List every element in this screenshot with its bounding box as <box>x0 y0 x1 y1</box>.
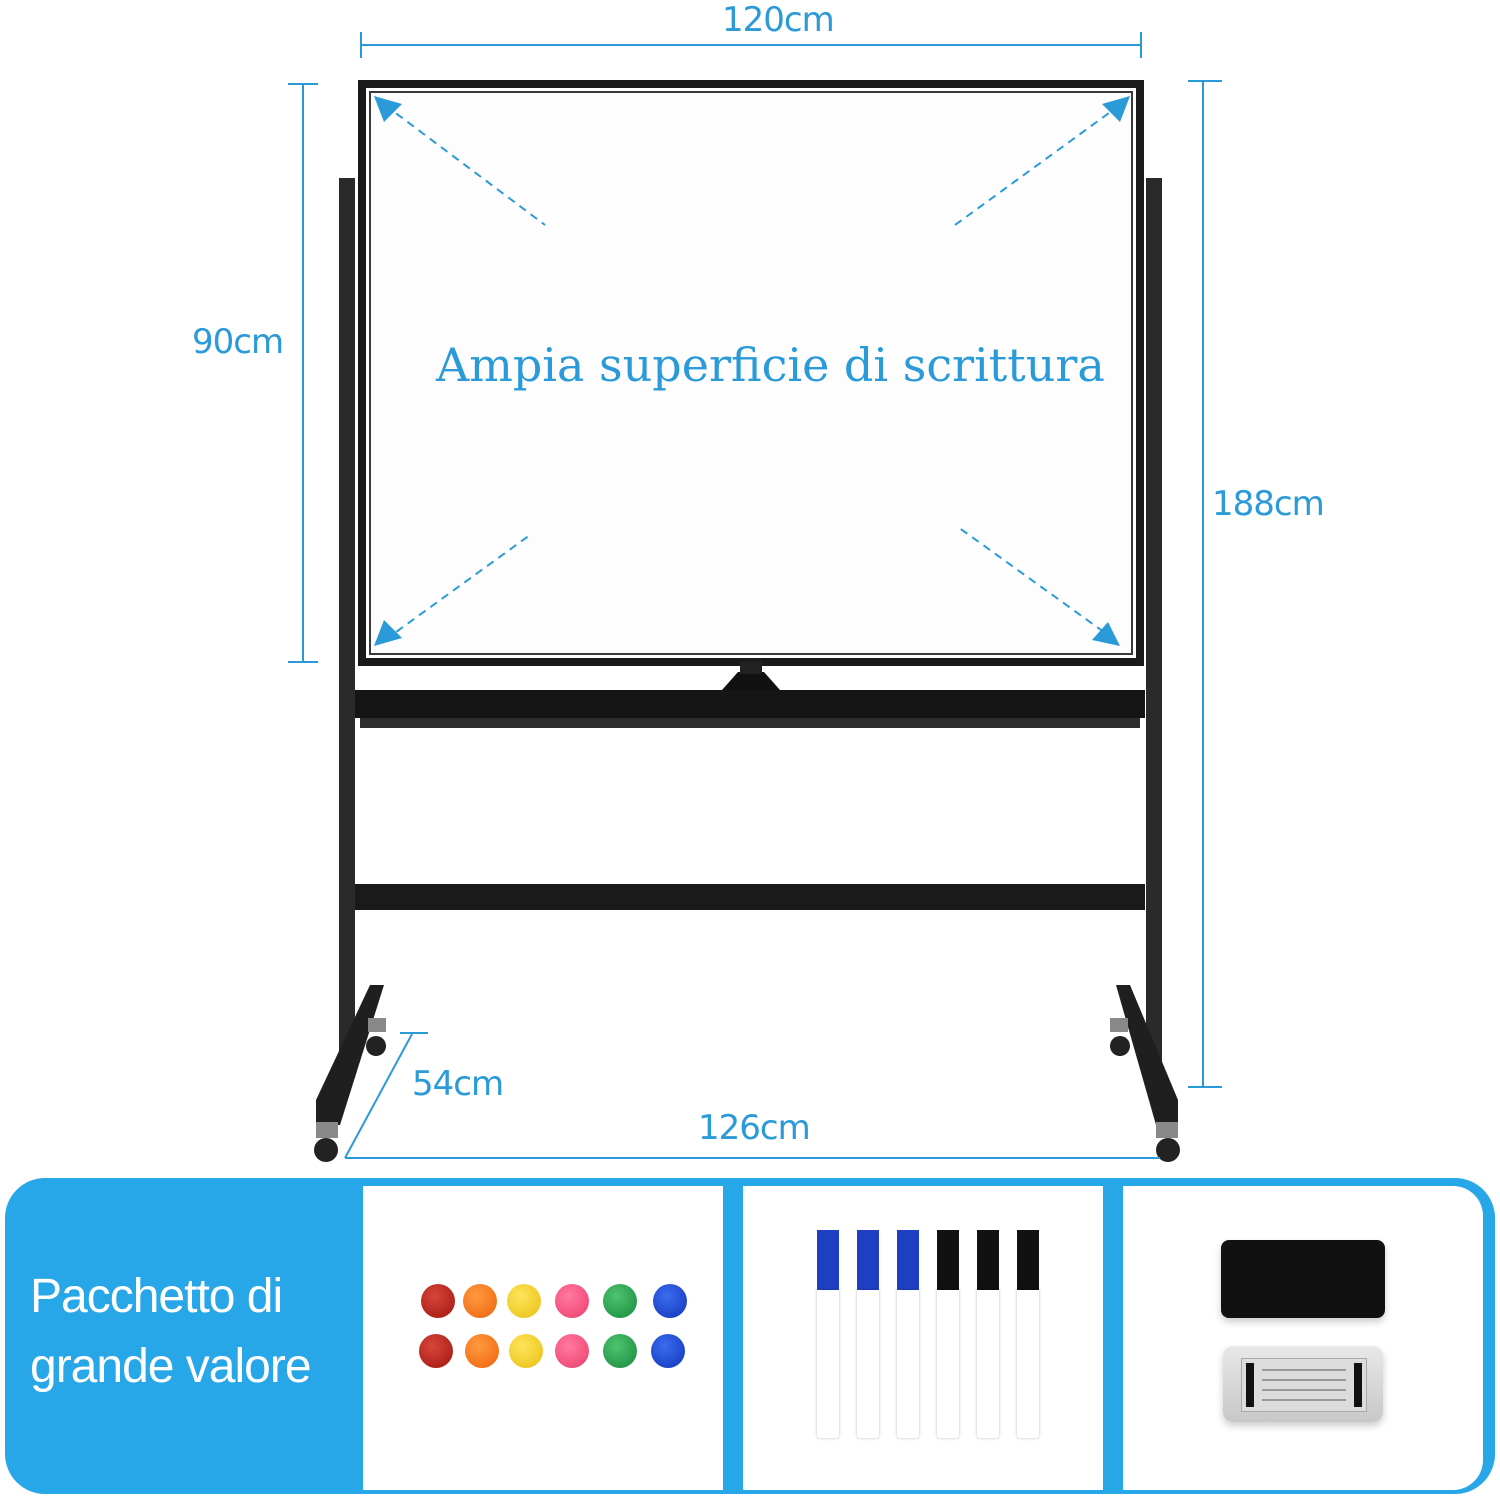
magnet-icon <box>555 1334 589 1368</box>
magnet-icon <box>421 1284 455 1318</box>
total-height-tick-bottom <box>1188 1086 1222 1088</box>
total-height-label: 188cm <box>1212 484 1325 524</box>
magnet-icon <box>653 1284 687 1318</box>
blue-marker-icon <box>857 1230 879 1440</box>
height-tick-bottom <box>288 661 318 663</box>
magnet-icon <box>509 1334 543 1368</box>
markers-card <box>743 1186 1103 1490</box>
magnet-icon <box>463 1284 497 1318</box>
black-marker-icon <box>977 1230 999 1440</box>
height-tick-top <box>288 83 318 85</box>
blue-marker-icon <box>897 1230 919 1440</box>
magnet-icon <box>603 1284 637 1318</box>
magnet-icon <box>603 1334 637 1368</box>
base-depth-label: 54cm <box>412 1064 504 1104</box>
width-tick-left <box>360 32 362 58</box>
base-width-label: 126cm <box>698 1108 811 1148</box>
magnet-icon <box>651 1334 685 1368</box>
total-height-line <box>1202 80 1204 1088</box>
magnet-icon <box>419 1334 453 1368</box>
erasers-card <box>1123 1186 1483 1490</box>
black-eraser-icon <box>1221 1240 1385 1318</box>
headline-text: Ampia superficie di scrittura <box>436 338 1105 392</box>
blue-marker-icon <box>817 1230 839 1440</box>
total-height-tick-top <box>1188 80 1222 82</box>
board-width-label: 120cm <box>722 0 835 40</box>
width-dimension-line <box>360 44 1142 46</box>
black-marker-icon <box>937 1230 959 1440</box>
magnet-icon <box>507 1284 541 1318</box>
package-title-line2: grande valore <box>30 1340 312 1393</box>
package-title-line1: Pacchetto di <box>30 1270 283 1323</box>
package-title: Pacchetto di grande valore <box>30 1262 312 1402</box>
whiteboard-illustration <box>314 80 1180 1162</box>
height-dimension-line <box>302 84 304 662</box>
black-marker-icon <box>1017 1230 1039 1440</box>
magnet-icon <box>555 1284 589 1318</box>
width-tick-right <box>1140 32 1142 58</box>
board-height-label: 90cm <box>192 322 284 362</box>
magnets-card <box>363 1186 723 1490</box>
magnet-icon <box>465 1334 499 1368</box>
gray-eraser-icon <box>1223 1346 1383 1422</box>
